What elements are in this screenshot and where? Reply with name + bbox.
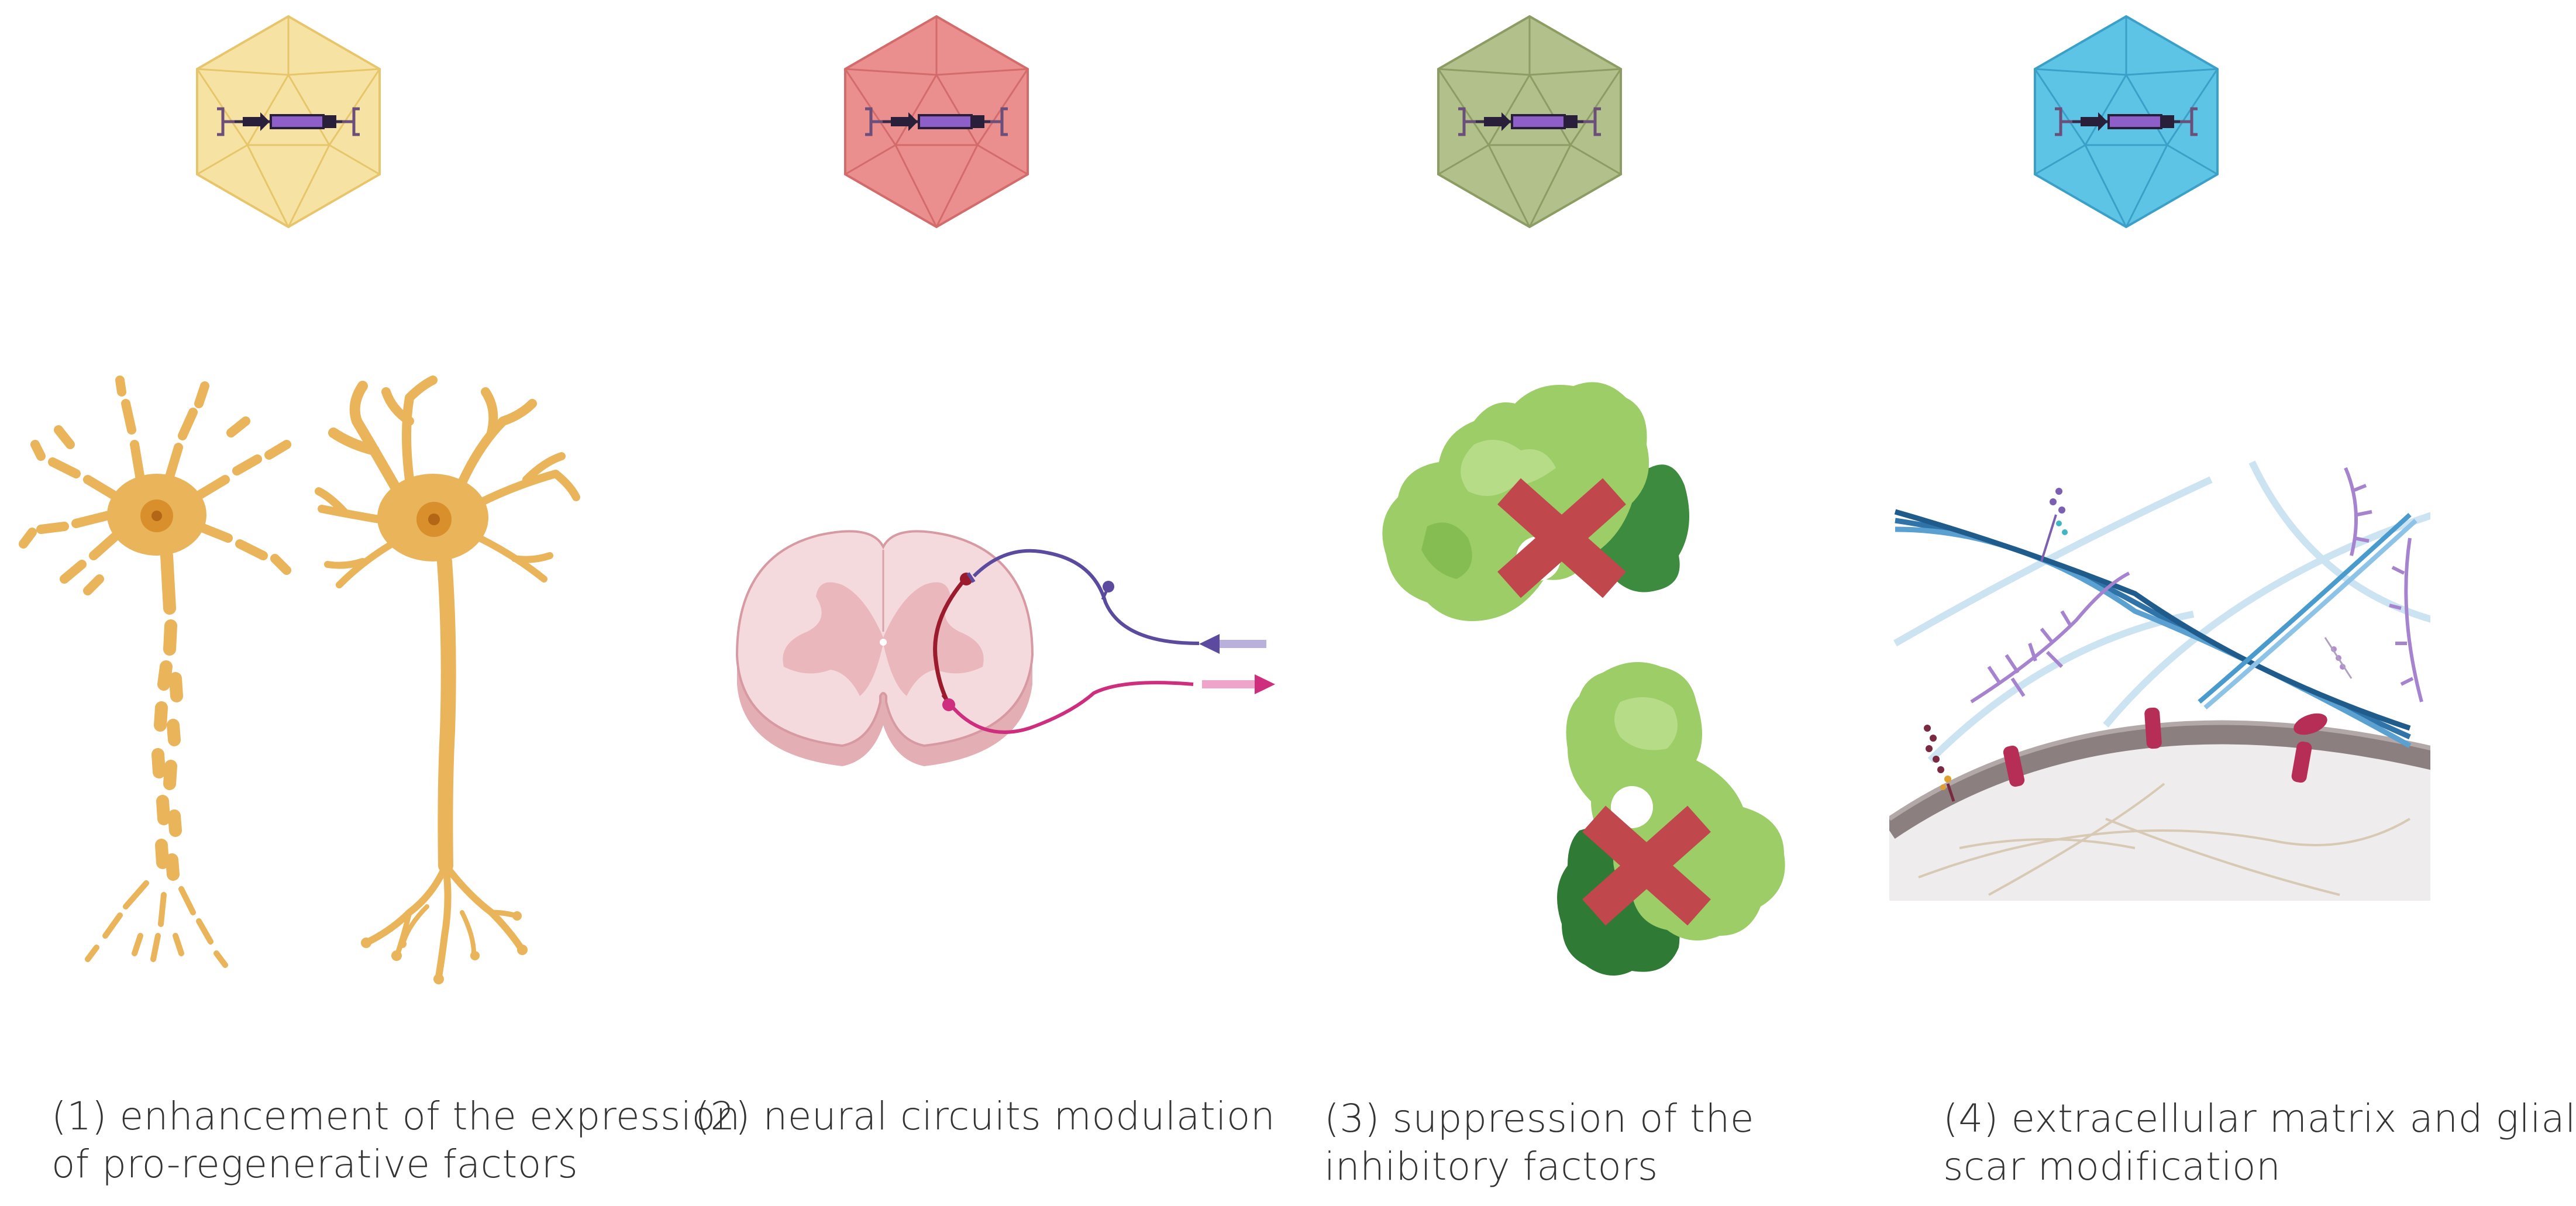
- caption-line: (4) extracellular matrix and glial: [1943, 1096, 2576, 1141]
- caption-line: inhibitory factors: [1324, 1144, 1658, 1189]
- caption-line: (2) neural circuits modulation: [695, 1094, 1276, 1139]
- caption-panel-1: (1) enhancement of the expression of pro…: [51, 1093, 741, 1188]
- degenerating-neuron: [19, 375, 291, 968]
- caption-panel-4: (4) extracellular matrix and glial scar …: [1943, 1095, 2576, 1191]
- caption-line: of pro-regenerative factors: [51, 1142, 578, 1187]
- aav-capsid-blue-icon: [2034, 15, 2219, 228]
- caption-line: (1) enhancement of the expression: [51, 1094, 741, 1139]
- efferent-direction-arrow: [1199, 634, 1266, 654]
- block-cross-icon: [1582, 805, 1711, 926]
- caption-panel-2: (2) neural circuits modulation: [695, 1093, 1275, 1140]
- extracellular-matrix-illustration: [1889, 460, 2430, 901]
- regenerating-neuron: [315, 375, 580, 984]
- aav-capsid-yellow-icon: [196, 15, 381, 228]
- caption-line: (3) suppression of the: [1324, 1096, 1754, 1141]
- aav-capsid-red-icon: [844, 15, 1029, 228]
- caption-line: scar modification: [1943, 1144, 2281, 1189]
- afferent-direction-arrow: [1202, 674, 1275, 694]
- spinal-cord-cross-section: [735, 530, 1275, 766]
- block-cross-icon: [1497, 478, 1626, 598]
- aav-capsid-green-icon: [1437, 15, 1622, 228]
- inhibitory-protein-complex-bottom: [1557, 662, 1785, 976]
- caption-panel-3: (3) suppression of the inhibitory factor…: [1324, 1095, 1754, 1191]
- inhibitory-protein-complex-top: [1382, 382, 1689, 621]
